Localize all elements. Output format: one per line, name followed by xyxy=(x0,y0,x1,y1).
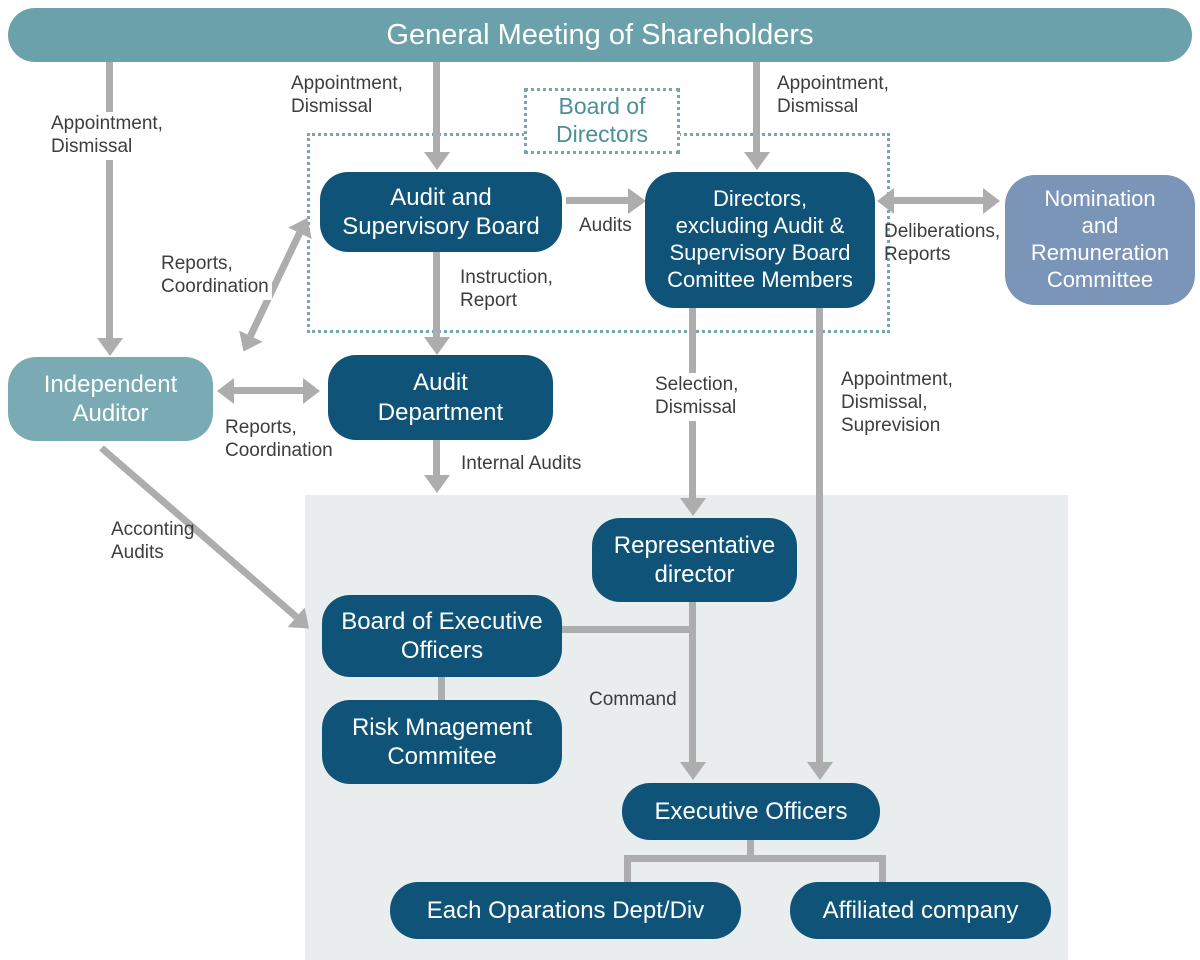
arrow-reports-coordination-lower xyxy=(234,387,303,394)
node-nomination-and-remuneration-committee: Nomination and Remuneration Committee xyxy=(1005,175,1195,305)
arrow-command xyxy=(689,602,696,762)
label-command: Command xyxy=(586,688,680,713)
node-each-operations-dept-div: Each Oparations Dept/Div xyxy=(390,882,741,939)
board-of-directors-label: Board of Directors xyxy=(524,88,680,154)
label-deliberations-reports: Deliberations, Reports xyxy=(884,221,1001,265)
label-appointment-dismissal-suprevision: Appointment, Dismissal, Suprevision xyxy=(838,368,956,439)
arrow-shareholders-to-directors xyxy=(753,62,760,152)
label-reports-coordination-lower: Reports, Coordination xyxy=(225,417,333,461)
label-reports-coordination-upper: Reports, Coordination xyxy=(158,252,272,300)
node-risk-management-committee: Risk Mnagement Commitee xyxy=(322,700,562,784)
label-acconting-audits: Acconting Audits xyxy=(111,519,195,563)
label-internal-audits: Internal Audits xyxy=(461,453,582,474)
node-audit-department: Audit Department xyxy=(328,355,553,440)
connector-drop-each-operations xyxy=(624,855,631,884)
node-representative-director: Representative director xyxy=(592,518,797,602)
arrow-appointment-dismissal-suprevision xyxy=(816,308,823,762)
arrow-audits xyxy=(566,197,628,204)
node-audit-and-supervisory-board: Audit and Supervisory Board xyxy=(320,172,562,252)
label-audits: Audits xyxy=(579,215,632,236)
arrow-internal-audits xyxy=(433,440,440,475)
label-appointment-dismissal-asb: Appointment, Dismissal xyxy=(291,73,403,117)
node-independent-auditor: Independent Auditor xyxy=(8,357,213,441)
connector-executive-officers-stub xyxy=(747,840,754,858)
node-board-of-executive-officers: Board of Executive Officers xyxy=(322,595,562,677)
connector-risk-management-committee xyxy=(438,677,445,700)
arrow-shareholders-to-independent-auditor xyxy=(106,62,113,338)
node-executive-officers: Executive Officers xyxy=(622,783,880,840)
label-selection-dismissal: Selection, Dismissal xyxy=(652,373,742,421)
arrow-instruction-report xyxy=(433,252,440,337)
node-affiliated-company: Affiliated company xyxy=(790,882,1051,939)
label-instruction-report: Instruction, Report xyxy=(457,266,556,314)
node-directors: Directors, excluding Audit & Supervisory… xyxy=(645,172,875,308)
node-general-meeting-of-shareholders: General Meeting of Shareholders xyxy=(8,8,1192,62)
connector-drop-affiliated-company xyxy=(879,855,886,884)
label-appointment-dismissal-directors: Appointment, Dismissal xyxy=(777,73,889,117)
connector-board-of-executive-officers xyxy=(562,626,692,633)
label-appointment-dismissal-auditor: Appointment, Dismissal xyxy=(48,112,166,160)
connector-executive-officers-branch xyxy=(624,855,886,862)
arrow-deliberations-reports xyxy=(894,197,983,204)
arrow-shareholders-to-audit-supervisory-board xyxy=(433,62,440,152)
